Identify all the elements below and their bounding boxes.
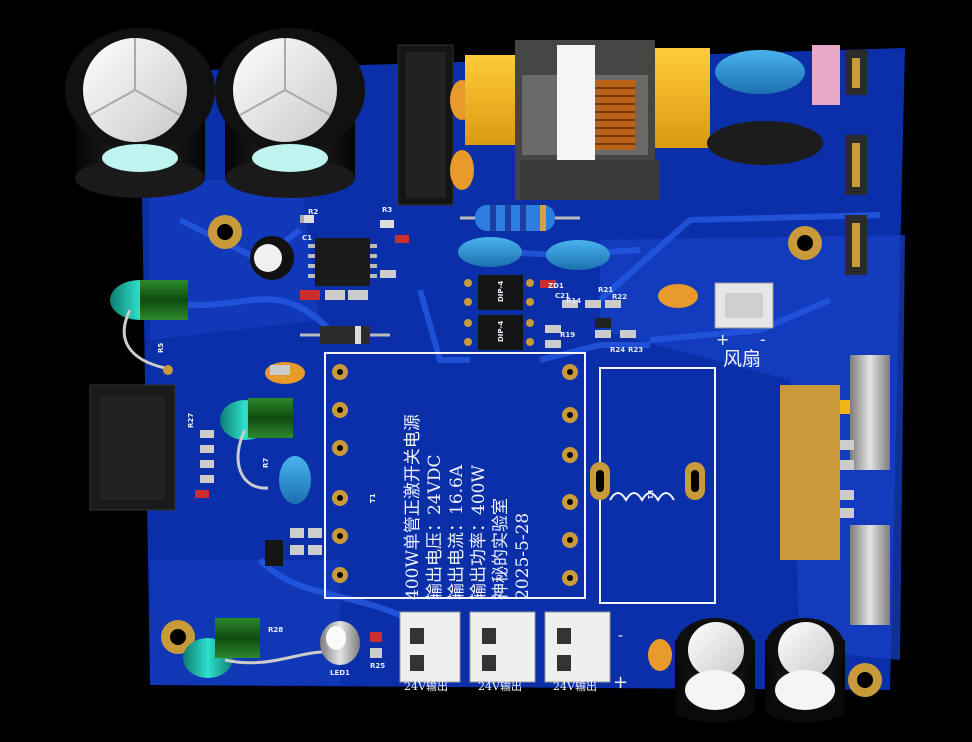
silk-output-voltage: 输出电压：24VDC [425, 454, 445, 600]
output-terminal [469, 611, 536, 683]
output-inductor-l1 [590, 367, 716, 604]
axial-diode [300, 326, 390, 344]
output-minus-label: - [618, 628, 623, 644]
fan-connector [714, 282, 774, 329]
small-transistor [250, 236, 294, 280]
ref-led1: LED1 [330, 669, 350, 677]
x-capacitor [707, 121, 823, 165]
ref-t1: T1 [369, 493, 377, 503]
mounting-hole [208, 215, 242, 249]
fan-label: 风扇 [723, 348, 761, 370]
coil-inductor [183, 618, 331, 678]
pwm-controller-ic [308, 238, 377, 286]
silk-output-power: 输出功率：400W [469, 465, 489, 600]
input-filter-choke [465, 40, 710, 200]
ref-c21: C21 [555, 292, 570, 300]
ref-dip4-1: DIP-4 [497, 281, 505, 302]
ref-r24: R24 [610, 346, 625, 354]
status-led [320, 621, 382, 665]
bulk-capacitor [215, 28, 365, 198]
mounting-hole [161, 620, 195, 654]
output-heatsink [780, 355, 890, 625]
ref-r14: R14 [566, 297, 581, 305]
coil-inductor [220, 398, 293, 490]
pcb-substrate [140, 48, 905, 690]
tantalum-capacitor [658, 284, 698, 308]
output-plus-label: + [613, 672, 628, 693]
ref-r19: R19 [560, 331, 575, 339]
optocoupler-1 [464, 275, 534, 310]
transformer-t1-outline [324, 352, 586, 599]
fan-plus-label: + [716, 330, 729, 349]
ref-r7: R7 [262, 458, 270, 468]
smd-component-cluster [300, 215, 636, 348]
ref-r23: R23 [628, 346, 643, 354]
ref-r3: R3 [382, 206, 392, 214]
tantalum-capacitor [450, 150, 474, 190]
silk-lab-name: 神秘的实验室 [491, 498, 511, 600]
ref-r21: R21 [598, 286, 613, 294]
silk-output-current: 输出电流：16.6A [447, 464, 467, 600]
silk-date: 2025-5-28 [513, 513, 533, 600]
mounting-hole [788, 226, 822, 260]
ac-input-terminal [845, 135, 867, 195]
optocoupler-2 [464, 315, 534, 350]
coil-inductor [110, 280, 188, 375]
power-resistor [460, 205, 580, 231]
ref-c1: C1 [302, 234, 312, 242]
ref-r22: R22 [612, 293, 627, 301]
power-mosfet [89, 384, 176, 511]
ref-dip4-2: DIP-4 [497, 321, 505, 342]
output-label-1: 24V输出 [404, 679, 448, 693]
ref-r2: R2 [308, 208, 318, 216]
bulk-capacitor [65, 28, 215, 198]
ref-r25: R25 [370, 662, 385, 670]
film-capacitor [546, 240, 610, 270]
ref-r28: R28 [268, 626, 283, 634]
fan-minus-label: - [760, 330, 766, 349]
output-label-3: 24V输出 [553, 679, 597, 693]
thermistor [812, 45, 840, 105]
tantalum-capacitor [648, 639, 672, 671]
ref-zd1: ZD1 [548, 282, 564, 290]
mounting-hole [848, 663, 882, 697]
smd-component-cluster-left [195, 365, 322, 566]
ref-r27: R27 [187, 413, 195, 428]
bridge-rectifier [397, 44, 454, 206]
output-capacitor [675, 618, 755, 722]
output-terminal [399, 611, 461, 683]
output-capacitor [765, 618, 845, 722]
output-terminal [544, 611, 611, 683]
silk-title: 400W单管正激开关电源 [403, 414, 423, 600]
ac-input-terminal [845, 50, 867, 95]
ref-l1: L1 [646, 490, 654, 499]
output-label-2: 24V输出 [478, 679, 522, 693]
x-capacitor [715, 50, 805, 94]
ac-input-terminal [845, 215, 867, 275]
silkscreen-text-block: 400W单管正激开关电源 输出电压：24VDC 输出电流：16.6A 输出功率：… [403, 414, 533, 600]
film-capacitor [458, 237, 522, 267]
ref-r5: R5 [157, 343, 165, 353]
film-capacitor [279, 456, 311, 504]
